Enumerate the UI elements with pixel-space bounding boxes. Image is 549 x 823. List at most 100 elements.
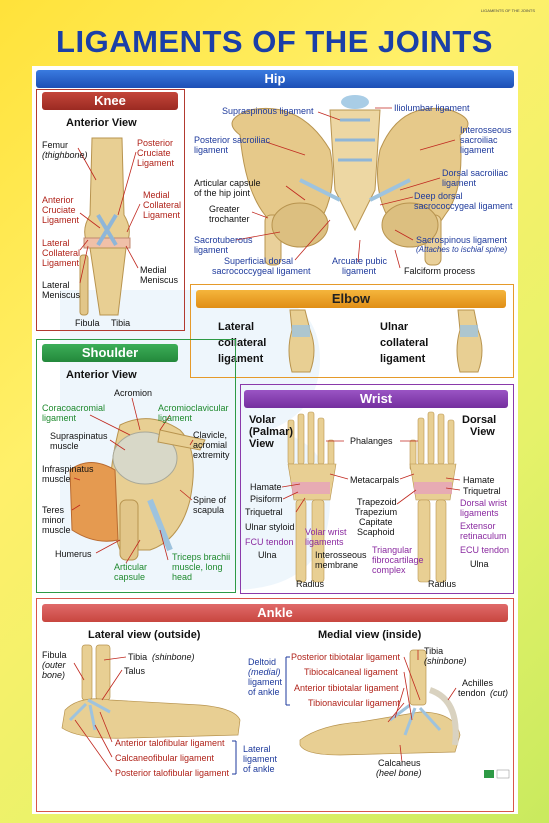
hip-label-articular-capsule: Articular capsule	[194, 178, 261, 188]
ankle-label-shinbone-lateral: (shinbone)	[152, 652, 195, 662]
hip-label-greater-trochanter-2: trochanter	[209, 214, 250, 224]
wrist-label-extensor: Extensor	[460, 521, 496, 531]
elbow-frame	[190, 284, 514, 378]
wrist-label-scaphoid: Scaphoid	[357, 527, 395, 537]
knee-label-medial-collateral-3: Ligament	[143, 210, 181, 220]
wrist-label-ulna-volar: Ulna	[258, 550, 277, 560]
hip-label-arcuate-pubic: Arcuate pubic	[332, 256, 388, 266]
ankle-label-talus: Talus	[124, 666, 146, 676]
knee-label-lateral-collateral: Lateral	[42, 238, 70, 248]
hip-label-superficial-dorsal-2: sacrococcygeal ligament	[212, 266, 311, 276]
knee-frame	[36, 89, 185, 331]
elbow-label-lateral-2: collateral	[218, 337, 267, 349]
hip-label-deep-dorsal: Deep dorsal	[414, 191, 463, 201]
shoulder-label-clavicle: Clavicle,	[193, 430, 228, 440]
shoulder-label-spine-of-scapula: Spine of	[193, 495, 227, 505]
shoulder-label-teres-3: muscle	[42, 525, 71, 535]
hip-label-falciform: Falciform process	[404, 266, 476, 276]
ankle-label-posterior-talofibular: Posterior talofibular ligament	[115, 768, 230, 778]
hip-banner: Hip	[36, 70, 514, 88]
wrist-label-trapezoid: Trapezoid	[357, 497, 397, 507]
hip-label-sacrotuberous-2: ligament	[194, 245, 229, 255]
knee-subtitle: Anterior View	[66, 117, 137, 129]
wrist-label-ulna-dorsal: Ulna	[470, 559, 489, 569]
shoulder-label-acromion: Acromion	[114, 388, 153, 398]
wrist-label-volar-wrist-2: ligaments	[305, 537, 344, 547]
ankle-label-lateral-ligament-3: of ankle	[243, 764, 275, 774]
shoulder-label-triceps: Triceps brachii	[172, 552, 231, 562]
wrist-label-pisiform: Pisiform	[250, 494, 283, 504]
ankle-label-tibia-lateral: Tibia	[128, 652, 148, 662]
ankle-label-deltoid-3: ligament	[248, 677, 283, 687]
shoulder-label-supraspinatus-2: muscle	[50, 441, 79, 451]
wrist-dorsal-title-2: View	[470, 426, 495, 438]
elbow-banner: Elbow	[196, 290, 506, 308]
ankle-label-deltoid: Deltoid	[248, 657, 277, 667]
wrist-label-hamate-dorsal: Hamate	[463, 475, 495, 485]
hip-label-posterior-sacroiliac-2: ligament	[194, 145, 229, 155]
knee-banner: Knee	[42, 92, 178, 110]
shoulder-label-clavicle-2: acromial	[193, 440, 228, 450]
ankle-label-tibionavicular: Tibionavicular ligament	[308, 698, 400, 708]
shoulder-label-articular-capsule-2: capsule	[114, 572, 146, 582]
shoulder-label-teres-2: minor	[42, 515, 65, 525]
hip-label-interosseous-3: ligament	[460, 145, 495, 155]
wrist-volar-title: Volar	[249, 414, 276, 426]
ankle-label-calcaneofibular: Calcaneofibular ligament	[115, 753, 215, 763]
knee-label-medial-collateral: Medial	[143, 190, 170, 200]
hip-label-sacrospinous-note: (Attaches to ischial spine)	[416, 245, 508, 254]
ankle-label-achilles: Achilles	[462, 678, 494, 688]
hip-label-sacrospinous: Sacrospinous ligament	[416, 235, 508, 245]
page-title: LIGAMENTS OF THE JOINTS	[56, 24, 493, 59]
ankle-label-calcaneus: Calcaneus	[378, 758, 421, 768]
shoulder-label-acromioclavicular: Acromioclavicular	[158, 403, 229, 413]
hip-label-arcuate-pubic-2: ligament	[342, 266, 377, 276]
ankle-label-outer-bone-2: bone)	[42, 670, 66, 680]
knee-label-lateral-meniscus-2: Meniscus	[42, 290, 81, 300]
hip-label-articular-capsule-2: of the hip joint	[194, 188, 251, 198]
wrist-label-triangular: Triangular	[372, 545, 413, 555]
elbow-label-ulnar: Ulnar	[380, 321, 409, 333]
wrist-label-dorsal-wrist: Dorsal wrist	[460, 498, 508, 508]
shoulder-label-acromioclavicular-2: ligament	[158, 413, 193, 423]
wrist-label-fcu-tendon: FCU tendon	[245, 537, 294, 547]
ankle-label-fibula: Fibula	[42, 650, 67, 660]
ankle-frame	[36, 598, 514, 812]
knee-label-posterior-cruciate-3: Ligament	[137, 158, 175, 168]
knee-label-anterior-cruciate-2: Cruciate	[42, 205, 76, 215]
hip-label-interosseous-2: sacroiliac	[460, 135, 498, 145]
wrist-label-volar-wrist: Volar wrist	[305, 527, 347, 537]
knee-label-fibula: Fibula	[75, 318, 100, 328]
ankle-label-deltoid-2: (medial)	[248, 667, 281, 677]
ankle-label-lateral-ligament: Lateral	[243, 744, 271, 754]
wrist-label-triquetral-dorsal: Triquetral	[463, 486, 501, 496]
ankle-label-posterior-tibiotalar: Posterior tibiotalar ligament	[291, 652, 401, 662]
wrist-label-hamate-volar: Hamate	[250, 482, 282, 492]
wrist-label-triangular-2: fibrocartilage	[372, 555, 424, 565]
hip-label-posterior-sacroiliac: Posterior sacroiliac	[194, 135, 271, 145]
hip-label-dorsal-sacroiliac: Dorsal sacroiliac	[442, 168, 509, 178]
shoulder-label-infraspinatus: Infraspinatus	[42, 464, 94, 474]
wrist-label-trapezium: Trapezium	[355, 507, 398, 517]
ankle-label-achilles-tendon: tendon	[458, 688, 486, 698]
hip-label-interosseous: Interosseous	[460, 125, 512, 135]
knee-label-femur: Femur	[42, 140, 69, 150]
hip-label-iliolumbar: Iliolumbar ligament	[394, 103, 470, 113]
knee-label-lateral-meniscus: Lateral	[42, 280, 70, 290]
wrist-label-interosseous-2: membrane	[315, 560, 359, 570]
elbow-label-ulnar-2: collateral	[380, 337, 429, 349]
wrist-volar-title-3: View	[249, 438, 274, 450]
shoulder-label-triceps-3: head	[172, 572, 193, 582]
knee-label-medial-meniscus-2: Meniscus	[140, 275, 179, 285]
shoulder-label-coracoacromial: Coracoacromial	[42, 403, 106, 413]
shoulder-label-articular-capsule: Articular	[114, 562, 148, 572]
wrist-label-radius-dorsal: Radius	[428, 579, 457, 589]
corner-title: LIGAMENTS OF THE JOINTS	[480, 8, 535, 13]
hip-label-supraspinous: Supraspinous ligament	[222, 106, 314, 116]
wrist-label-radius-volar: Radius	[296, 579, 325, 589]
